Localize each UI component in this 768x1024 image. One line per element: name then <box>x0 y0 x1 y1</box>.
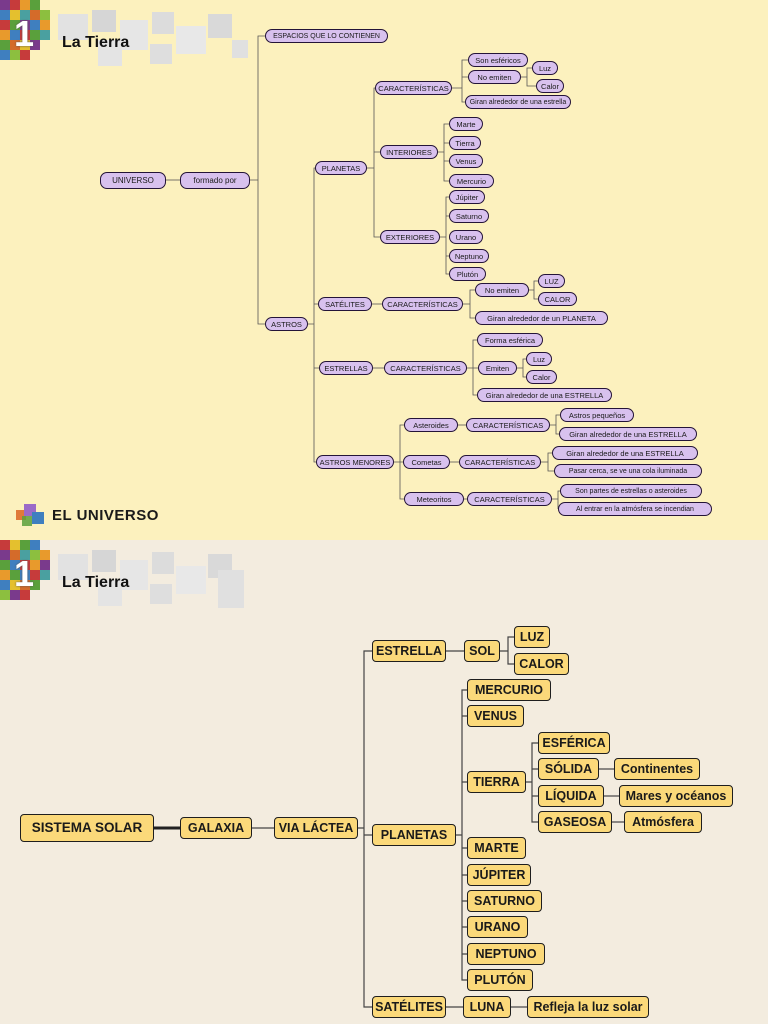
node-planetas-caracteristicas: CARACTERÍSTICAS <box>375 81 452 95</box>
node-forma-esferica: Forma esférica <box>477 333 543 347</box>
node-satelites-caracteristicas: CARACTERÍSTICAS <box>382 297 463 311</box>
node-asteroides-caracteristicas: CARACTERÍSTICAS <box>466 418 550 432</box>
node-esferica: ESFÉRICA <box>538 732 610 754</box>
node-meteoritos: Meteoritos <box>404 492 464 506</box>
node-estrella: ESTRELLA <box>372 640 446 662</box>
universo-logo-icon <box>16 504 46 528</box>
node-astros-menores: ASTROS MENORES <box>316 455 394 469</box>
node-asteroides-giran: Giran alrededor de una ESTRELLA <box>559 427 697 441</box>
node-calor: CALOR <box>514 653 569 675</box>
node-no-emiten: No emiten <box>468 70 521 84</box>
node-pasar-cerca: Pasar cerca, se ve una cola iluminada <box>554 464 702 478</box>
node-urano: URANO <box>467 916 528 938</box>
node-galaxia: GALAXIA <box>180 817 252 839</box>
node-planetas: PLANETAS <box>315 161 367 175</box>
connector-lines <box>166 35 560 509</box>
node-luz: Luz <box>532 61 558 75</box>
section-number: 1 <box>14 553 35 594</box>
node-estrellas-calor: Calor <box>526 370 557 384</box>
node-mercurio: MERCURIO <box>467 679 551 701</box>
node-exteriores: EXTERIORES <box>380 230 440 244</box>
node-via-lactea: VIA LÁCTEA <box>274 817 358 839</box>
node-jupiter: JÚPITER <box>467 864 531 886</box>
node-gaseosa: GASEOSA <box>538 811 612 833</box>
node-giran-planeta: Giran alrededor de un PLANETA <box>475 311 608 325</box>
node-satelites-calor: CALOR <box>538 292 577 306</box>
node-neptuno: Neptuno <box>449 249 489 263</box>
node-astros-pequenos: Astros pequeños <box>560 408 634 422</box>
node-estrellas: ESTRELLAS <box>319 361 373 375</box>
node-emiten: Emiten <box>478 361 517 375</box>
node-sol: SOL <box>464 640 500 662</box>
section-title: La Tierra <box>62 34 130 51</box>
universo-panel: 1 La Tierra UNIVERSO forma <box>0 0 768 540</box>
node-satelites: SATÉLITES <box>318 297 372 311</box>
node-satelites: SATÉLITES <box>372 996 446 1018</box>
node-venus: Venus <box>449 154 483 168</box>
node-sistema-solar: SISTEMA SOLAR <box>20 814 154 842</box>
node-tierra: Tierra <box>449 136 481 150</box>
pixel-mosaic-decoration <box>0 540 250 612</box>
node-luz: LUZ <box>514 626 550 648</box>
universo-label: EL UNIVERSO <box>52 507 159 524</box>
node-jupiter: Júpiter <box>449 190 485 204</box>
node-pluton: Plutón <box>449 267 486 281</box>
pixel-mosaic-decoration <box>0 0 250 72</box>
node-cometas: Cometas <box>403 455 450 469</box>
sistema-solar-panel: 1 La Tierra SISTEMA SOLAR GALAXIA VIA LÁ… <box>0 540 768 1024</box>
node-luna: LUNA <box>463 996 511 1018</box>
node-venus: VENUS <box>467 705 524 727</box>
node-son-partes: Son partes de estrellas o asteroides <box>560 484 702 498</box>
node-astros: ASTROS <box>265 317 308 331</box>
node-son-esfericos: Son esféricos <box>468 53 528 67</box>
node-asteroides: Asteroides <box>404 418 458 432</box>
node-saturno: SATURNO <box>467 890 542 912</box>
node-atmosfera: Atmósfera <box>624 811 702 833</box>
node-urano: Urano <box>449 230 483 244</box>
node-giran-estrella-mayus: Giran alrededor de una ESTRELLA <box>477 388 612 402</box>
node-mares: Mares y océanos <box>619 785 733 807</box>
node-universo: UNIVERSO <box>100 172 166 189</box>
node-pluton: PLUTÓN <box>467 969 533 991</box>
node-interiores: INTERIORES <box>380 145 438 159</box>
node-giran-estrella: Giran alrededor de una estrella <box>465 95 571 109</box>
node-marte: MARTE <box>467 837 526 859</box>
section-number: 1 <box>14 13 35 54</box>
node-al-entrar: Al entrar en la atmósfera se incendian <box>558 502 712 516</box>
node-saturno: Saturno <box>449 209 489 223</box>
node-satelites-no-emiten: No emiten <box>475 283 529 297</box>
node-refleja: Refleja la luz solar <box>527 996 649 1018</box>
node-espacios: ESPACIOS QUE LO CONTIENEN <box>265 29 388 43</box>
node-neptuno: NEPTUNO <box>467 943 545 965</box>
node-mercurio: Mercurio <box>449 174 494 188</box>
node-estrellas-luz: Luz <box>526 352 552 366</box>
section-title: La Tierra <box>62 574 130 591</box>
node-calor: Calor <box>536 79 564 93</box>
node-marte: Marte <box>449 117 483 131</box>
node-tierra: TIERRA <box>467 771 526 793</box>
node-cometas-caracteristicas: CARACTERÍSTICAS <box>459 455 541 469</box>
node-planetas: PLANETAS <box>372 824 456 846</box>
node-formado-por: formado por <box>180 172 250 189</box>
node-meteoritos-caracteristicas: CARACTERÍSTICAS <box>467 492 552 506</box>
node-cometas-giran: Giran alrededor de una ESTRELLA <box>552 446 698 460</box>
node-continentes: Continentes <box>614 758 700 780</box>
connector-lines <box>154 636 624 1008</box>
node-satelites-luz: LUZ <box>538 274 565 288</box>
node-solida: SÓLIDA <box>538 758 599 780</box>
node-liquida: LÍQUIDA <box>538 785 604 807</box>
node-estrellas-caracteristicas: CARACTERÍSTICAS <box>384 361 467 375</box>
